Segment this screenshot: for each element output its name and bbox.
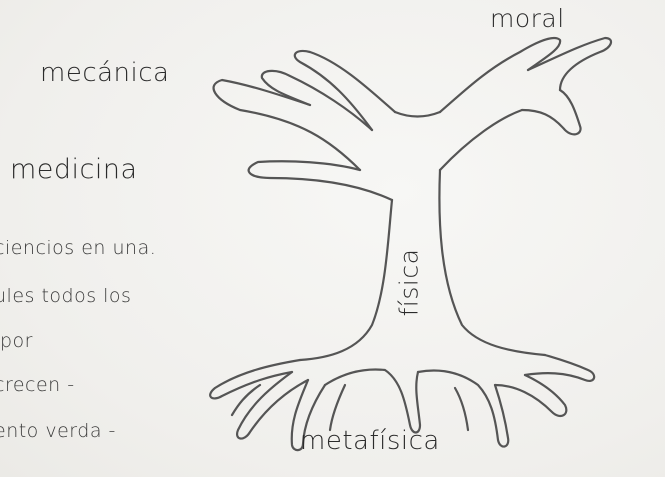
branch-mecanica-inner <box>260 69 374 132</box>
root-7 <box>523 353 596 382</box>
label-mecanica: mecánica <box>40 58 170 88</box>
branch-left-top <box>293 49 397 132</box>
root-strand-c <box>453 386 470 432</box>
branch-crotch <box>393 110 442 118</box>
side-note-line: ento verda - <box>0 420 116 442</box>
root-6 <box>493 373 568 418</box>
branch-right-b <box>520 88 582 136</box>
branch-mecanica <box>212 78 362 172</box>
branch-right-c <box>438 108 524 172</box>
side-note-line: ules todos los <box>0 285 132 307</box>
side-note-line: por <box>0 330 33 352</box>
root-strand-b <box>328 383 347 432</box>
root-2 <box>236 370 310 440</box>
side-note-line: crecen - <box>0 374 75 396</box>
side-note-line: ciencios en una. <box>0 237 157 259</box>
root-1 <box>209 358 302 400</box>
label-metafisica: metafísica <box>300 426 440 456</box>
root-5 <box>416 369 510 448</box>
root-strand-a <box>230 383 262 417</box>
root-4 <box>323 368 422 434</box>
label-fisica: física <box>394 248 424 317</box>
root-3 <box>290 378 327 452</box>
trunk-right-edge <box>438 168 547 357</box>
branch-moral <box>438 36 562 114</box>
label-medicina: medicina <box>10 154 138 185</box>
label-moral: moral <box>490 4 565 33</box>
branch-right-a <box>526 36 613 92</box>
trunk-left-edge <box>298 198 394 362</box>
branch-medicina <box>247 160 394 202</box>
